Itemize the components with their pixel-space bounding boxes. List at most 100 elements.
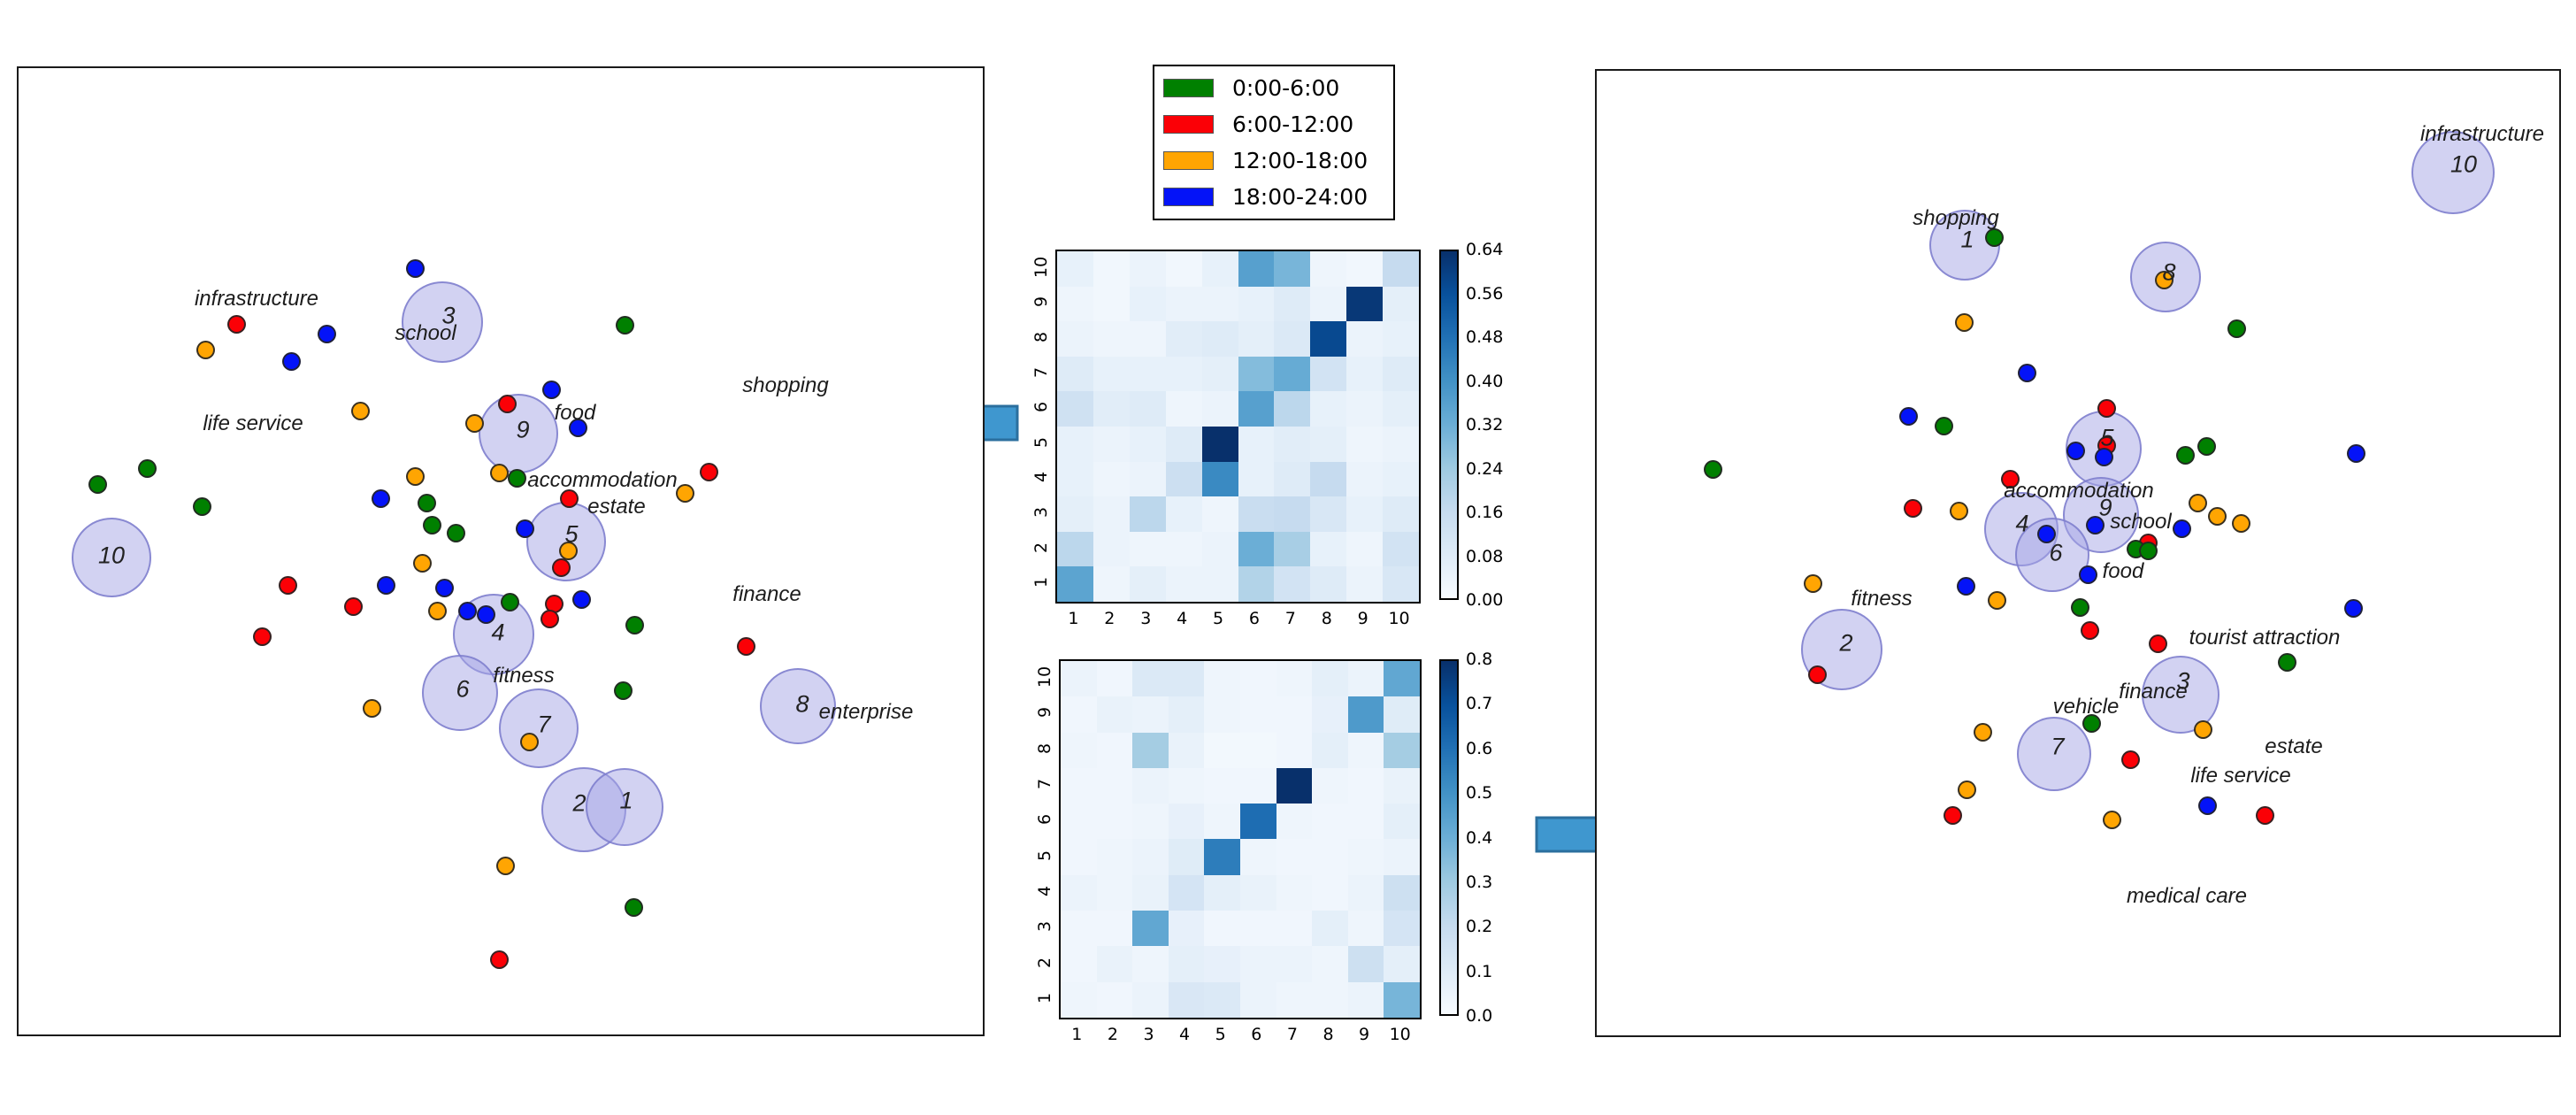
heatmap-1-cell-r6-c7 xyxy=(1274,391,1311,427)
poi-dot xyxy=(2138,541,2158,560)
heatmap-1-cell-r7-c8 xyxy=(1310,356,1347,392)
category-label-food: food xyxy=(554,401,596,425)
heatmap-2-cell-r1-c4 xyxy=(1168,981,1205,1018)
heatmap-1-cell-r2-c9 xyxy=(1346,531,1384,567)
heatmap-2-cell-r3-c10 xyxy=(1384,911,1420,947)
heatmap-1-cell-r8-c4 xyxy=(1165,321,1202,357)
heatmap-2-cell-r3-c3 xyxy=(1132,911,1169,947)
category-label-school: school xyxy=(395,321,456,345)
cluster-number-9: 9 xyxy=(2098,494,2112,521)
heatmap-1-colorbar xyxy=(1439,250,1459,600)
heatmap-1-cell-r2-c6 xyxy=(1238,531,1275,567)
poi-dot xyxy=(1973,722,1992,742)
poi-dot xyxy=(1954,312,1974,332)
heatmap-1-cell-r3-c8 xyxy=(1310,496,1347,532)
heatmap-1-cell-r9-c9 xyxy=(1346,286,1384,322)
poi-dot xyxy=(699,462,718,481)
heatmap-2-xtick-10: 10 xyxy=(1389,1025,1411,1044)
heatmap-1-xtick-2: 2 xyxy=(1104,609,1116,628)
poi-dot xyxy=(417,493,436,512)
heatmap-1-cell-r4-c8 xyxy=(1310,461,1347,497)
heatmap-1-cell-r7-c6 xyxy=(1238,356,1275,392)
poi-dot xyxy=(551,558,571,577)
heatmap-2-cell-r6-c7 xyxy=(1276,804,1313,840)
heatmap-1-cell-r7-c9 xyxy=(1346,356,1384,392)
heatmap-1-xtick-6: 6 xyxy=(1248,609,1260,628)
heatmap-2-cell-r10-c8 xyxy=(1312,661,1348,697)
heatmap-2-cell-r2-c7 xyxy=(1276,946,1313,982)
heatmap-1-xtick-5: 5 xyxy=(1213,609,1224,628)
heatmap-1-cell-r8-c9 xyxy=(1346,321,1384,357)
heatmap-1-cell-r10-c4 xyxy=(1165,251,1202,287)
poi-dot xyxy=(2255,805,2274,825)
heatmap-1-cell-r10-c10 xyxy=(1383,251,1419,287)
category-label-shopping: shopping xyxy=(742,373,829,397)
heatmap-1-cell-r3-c7 xyxy=(1274,496,1311,532)
heatmap-2-cell-r4-c8 xyxy=(1312,874,1348,911)
heatmap-1-cell-r4-c9 xyxy=(1346,461,1384,497)
poi-dot xyxy=(88,474,107,494)
heatmap-2-xtick-6: 6 xyxy=(1251,1025,1262,1044)
heatmap-2-cell-r5-c6 xyxy=(1239,839,1276,875)
legend-swatch-b xyxy=(1163,188,1214,206)
heatmap-1-cell-r7-c5 xyxy=(1201,356,1238,392)
category-label-fitness: fitness xyxy=(1851,587,1913,611)
heatmap-2-cell-r9-c7 xyxy=(1276,696,1313,733)
poi-dot xyxy=(2188,493,2207,512)
poi-dot xyxy=(497,394,517,413)
heatmap-2-cell-r6-c3 xyxy=(1132,804,1169,840)
heatmap-1-cell-r10-c2 xyxy=(1092,251,1130,287)
category-label-accommodation: accommodation xyxy=(2004,479,2154,503)
heatmap-1-cell-r8-c10 xyxy=(1383,321,1419,357)
poi-dot xyxy=(1807,665,1827,684)
heatmap-2-cell-r7-c10 xyxy=(1384,767,1420,804)
heatmap-2-cell-r5-c7 xyxy=(1276,839,1313,875)
heatmap-2-xtick-5: 5 xyxy=(1215,1025,1226,1044)
heatmap-2-cell-r8-c10 xyxy=(1384,732,1420,768)
heatmap-1-xtick-1: 1 xyxy=(1068,609,1079,628)
heatmap-2-cell-r1-c5 xyxy=(1204,981,1240,1018)
heatmap-1-ytick-7: 7 xyxy=(1031,366,1051,378)
heatmap-1-cell-r7-c2 xyxy=(1092,356,1130,392)
heatmap-2-cell-r9-c4 xyxy=(1168,696,1205,733)
heatmap-2-cell-r3-c1 xyxy=(1061,911,1097,947)
poi-dot xyxy=(1949,501,1968,520)
heatmap-1-cell-r1-c6 xyxy=(1238,566,1275,602)
heatmap-1-cell-r5-c7 xyxy=(1274,426,1311,462)
heatmap-2-cell-r6-c8 xyxy=(1312,804,1348,840)
poi-dot xyxy=(489,950,509,969)
category-label-enterprise: enterprise xyxy=(818,700,914,724)
legend-label: 18:00-24:00 xyxy=(1232,184,1368,210)
poi-dot xyxy=(412,553,432,573)
legend-entry-12:00-18:00: 12:00-18:00 xyxy=(1154,148,1393,173)
cluster-number-7: 7 xyxy=(2051,733,2065,760)
heatmap-2-cbar-tick-0.6: 0.6 xyxy=(1466,738,1493,758)
heatmap-1-cell-r5-c4 xyxy=(1165,426,1202,462)
poi-dot xyxy=(2346,443,2365,463)
poi-dot xyxy=(226,314,246,334)
heatmap-2-xtick-8: 8 xyxy=(1322,1025,1334,1044)
poi-dot xyxy=(1943,805,1962,825)
heatmap-1-cell-r4-c7 xyxy=(1274,461,1311,497)
poi-dot xyxy=(2066,441,2085,460)
poi-dot xyxy=(559,488,579,508)
heatmap-1-xtick-9: 9 xyxy=(1357,609,1368,628)
scatter-plot-box-0 xyxy=(17,66,985,1036)
heatmap-1-cell-r3-c5 xyxy=(1201,496,1238,532)
poi-dot xyxy=(376,575,395,595)
heatmap-2-cell-r6-c10 xyxy=(1384,804,1420,840)
heatmap-1-cell-r1-c2 xyxy=(1092,566,1130,602)
heatmap-1-xtick-10: 10 xyxy=(1388,609,1410,628)
heatmap-2-cell-r10-c7 xyxy=(1276,661,1313,697)
poi-dot xyxy=(2000,469,2020,488)
heatmap-1-cell-r2-c4 xyxy=(1165,531,1202,567)
heatmap-2-cell-r8-c1 xyxy=(1061,732,1097,768)
heatmap-2-cell-r7-c9 xyxy=(1347,767,1384,804)
heatmap-2-cell-r9-c8 xyxy=(1312,696,1348,733)
category-label-accommodation: accommodation xyxy=(527,468,678,492)
heatmap-2-cell-r1-c7 xyxy=(1276,981,1313,1018)
cluster-number-7: 7 xyxy=(537,711,551,738)
heatmap-1-cell-r9-c5 xyxy=(1201,286,1238,322)
heatmap-2-cell-r3-c7 xyxy=(1276,911,1313,947)
heatmap-1-cell-r7-c3 xyxy=(1129,356,1166,392)
